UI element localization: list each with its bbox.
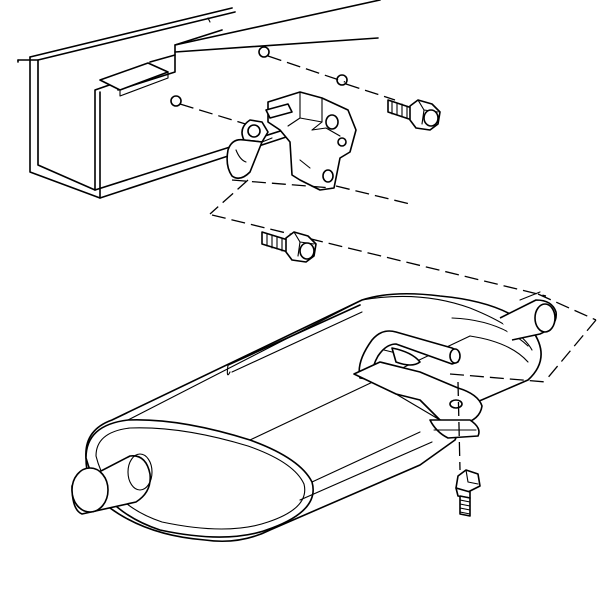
hanger-bracket (226, 119, 273, 180)
alignment-line-clamp (457, 381, 461, 471)
tail-pipe (499, 291, 557, 341)
insulator-bolt (261, 231, 317, 263)
frame-mount-holes (170, 46, 348, 107)
muffler-hanger-rod (358, 330, 461, 381)
muffler-clamp-bolt (455, 469, 481, 517)
alignment-lines-tailpipe (449, 293, 597, 383)
frame-pad (99, 62, 169, 97)
bracket-bolt (387, 99, 441, 131)
alignment-lines-upper (179, 55, 396, 127)
frame-rail (17, 0, 381, 199)
muffler-hanger-strap (353, 361, 483, 439)
alignment-lines-bracket (209, 179, 547, 297)
muffler-inlet-pipe (71, 453, 153, 515)
rubber-insulator (265, 91, 357, 191)
